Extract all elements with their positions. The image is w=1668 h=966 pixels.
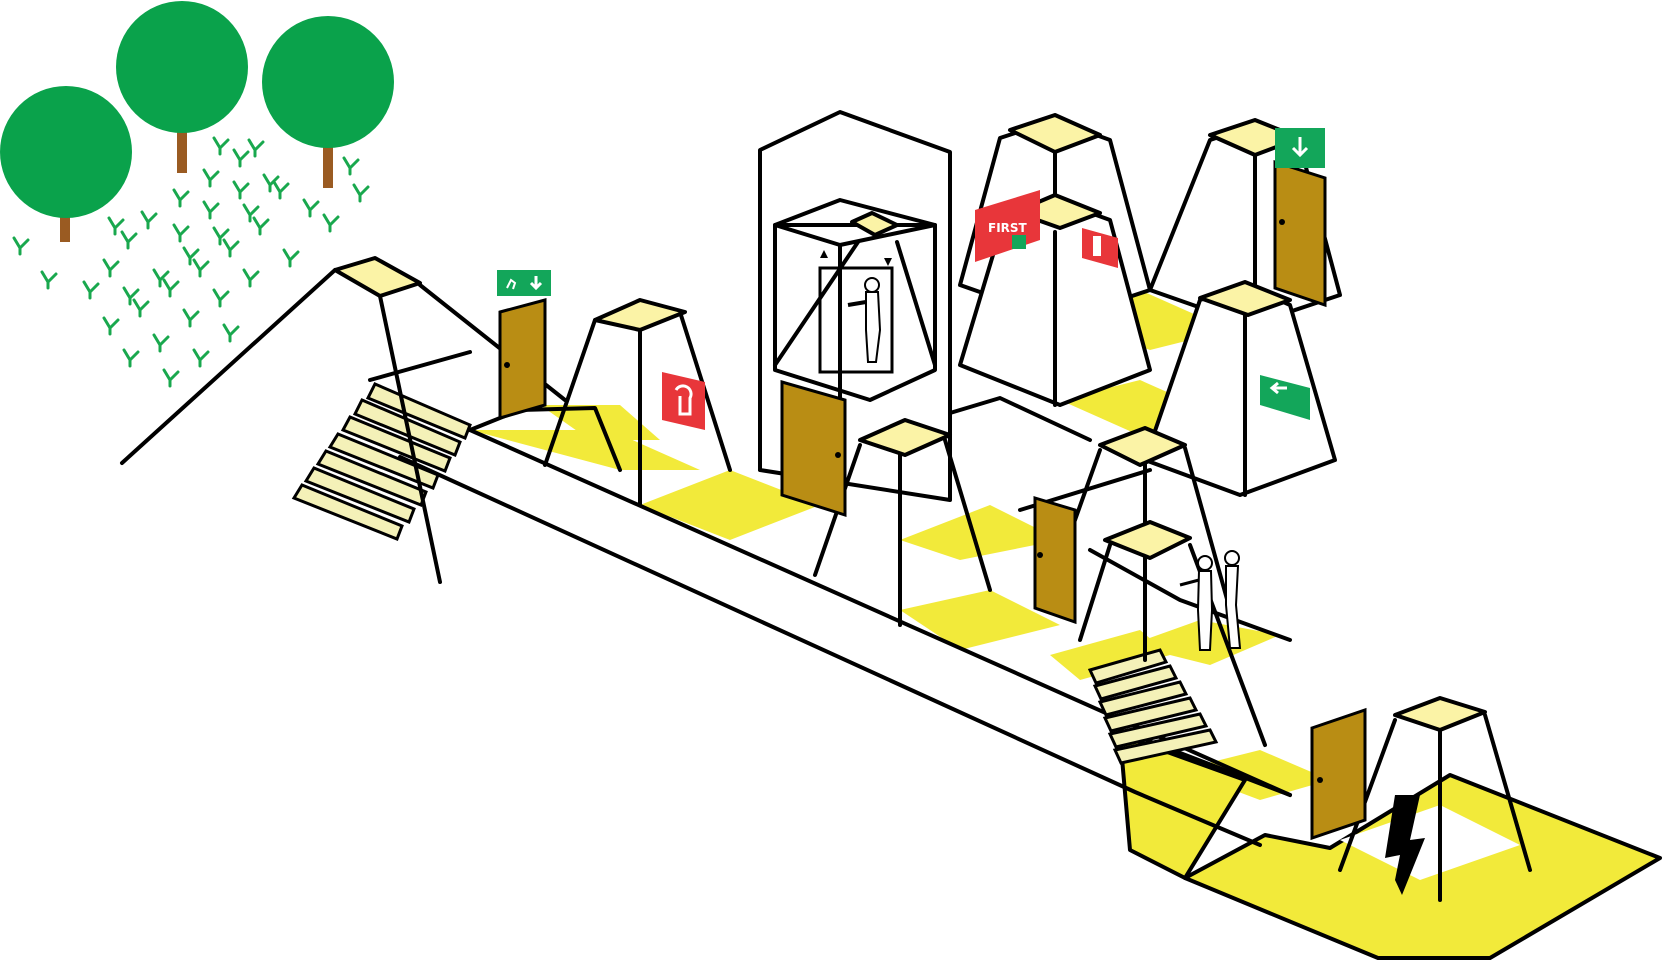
door-icon: [498, 298, 547, 420]
grass-tuft-icon: [102, 316, 120, 336]
grass-tuft-icon: [40, 270, 58, 290]
first-aid-label: FIRST: [988, 221, 1028, 235]
door-icon: [1033, 495, 1077, 625]
grass-tuft-icon: [122, 286, 140, 306]
grass-tuft-icon: [252, 216, 270, 236]
grass-tuft-icon: [12, 236, 30, 256]
grass-tuft-icon: [192, 258, 210, 278]
grass-tuft-icon: [232, 180, 250, 200]
grass-tuft-icon: [302, 198, 320, 218]
grass-field: [12, 136, 370, 388]
grass-tuft-icon: [202, 168, 220, 188]
grass-tuft-icon: [222, 323, 240, 343]
outdoor-ramp-edge: [120, 268, 337, 465]
grass-tuft-icon: [212, 288, 230, 308]
grass-tuft-icon: [140, 210, 158, 230]
grass-tuft-icon: [162, 368, 180, 388]
tree-icon: [0, 86, 132, 242]
fire-extinguisher-sign-icon: [1082, 228, 1118, 268]
light-fixture-icon: [1338, 696, 1532, 902]
first-aid-sign-icon: FIRST: [975, 190, 1040, 262]
grass-tuft-icon: [242, 203, 260, 223]
door-icon: [780, 380, 847, 518]
emergency-exit-sign-icon: [1260, 375, 1310, 420]
grass-tuft-icon: [272, 180, 290, 200]
grass-tuft-icon: [122, 348, 140, 368]
grass-tuft-icon: [282, 248, 300, 268]
grass-tuft-icon: [262, 173, 280, 193]
grass-tuft-icon: [152, 333, 170, 353]
stairs-icon: [291, 382, 472, 541]
grass-tuft-icon: [232, 148, 250, 168]
fire-extinguisher-sign-icon: [662, 372, 705, 430]
grass-tuft-icon: [162, 278, 180, 298]
lower-plaza-floor: [1118, 733, 1662, 960]
grass-tuft-icon: [212, 226, 230, 246]
grass-tuft-icon: [107, 216, 125, 236]
grass-tuft-icon: [242, 268, 260, 288]
grass-tuft-icon: [352, 183, 370, 203]
grass-tuft-icon: [222, 238, 240, 258]
tree-icon: [116, 1, 248, 173]
grass-tuft-icon: [212, 136, 230, 156]
tree-icon: [262, 16, 394, 188]
grass-tuft-icon: [82, 280, 100, 300]
grass-tuft-icon: [322, 213, 340, 233]
person-icon: [1224, 550, 1242, 649]
tree-group: [0, 1, 394, 242]
lightning-bolt-icon: [1385, 795, 1425, 895]
emergency-exit-sign-icon: [1275, 128, 1325, 168]
stairs-icon: [1087, 648, 1219, 765]
grass-tuft-icon: [102, 258, 120, 278]
grass-tuft-icon: [247, 138, 265, 158]
grass-tuft-icon: [182, 308, 200, 328]
door-icon: [1310, 707, 1367, 841]
door-icon: [1273, 159, 1327, 308]
emergency-exit-sign-icon: [497, 270, 551, 296]
grass-tuft-icon: [132, 298, 150, 318]
grass-tuft-icon: [172, 223, 190, 243]
grass-tuft-icon: [342, 156, 360, 176]
person-icon: [1179, 555, 1214, 651]
person-icon: [847, 277, 882, 363]
grass-tuft-icon: [202, 200, 220, 220]
grass-tuft-icon: [172, 188, 190, 208]
grass-tuft-icon: [192, 348, 210, 368]
grass-tuft-icon: [152, 268, 170, 288]
grass-tuft-icon: [120, 230, 138, 250]
grass-tuft-icon: [182, 246, 200, 266]
